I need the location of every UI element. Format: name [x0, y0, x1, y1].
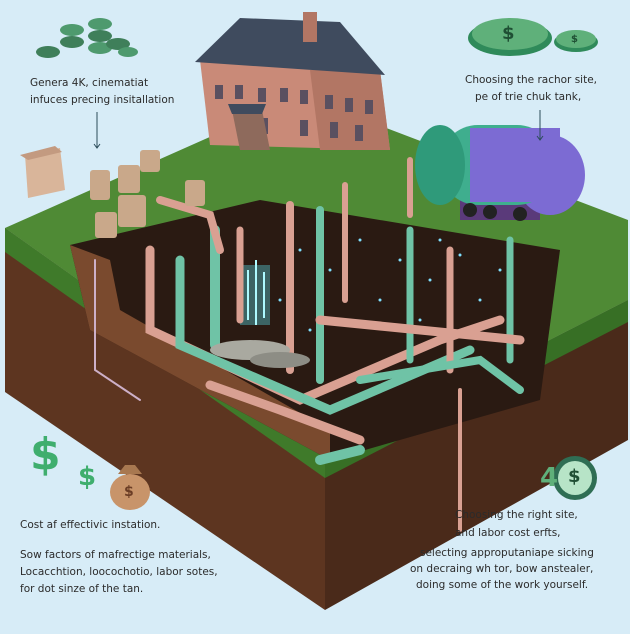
- tanker-truck: [415, 125, 585, 221]
- coins-top-right: [468, 18, 598, 56]
- caption-bottom-right-line-5: doing some of the work yourself.: [416, 579, 589, 591]
- caption-bottom-left-line-1: Sow factors of mafrectige materials,: [20, 549, 211, 561]
- four-symbol: 4: [540, 463, 559, 493]
- glow-beam: [240, 260, 270, 325]
- annotation-arrows: [93, 110, 544, 149]
- coin-bottom-right: [553, 456, 597, 500]
- small-dollar-symbol: $: [78, 462, 97, 492]
- caption-top-left-line-1: Genera 4K, cinematiat: [30, 77, 149, 89]
- bag-dollar-symbol: $: [124, 484, 134, 500]
- house: [195, 12, 390, 150]
- big-dollar-symbol: $: [30, 429, 61, 480]
- pipe-stack: [90, 150, 205, 238]
- caption-bottom-left-title: Cost af effectivic instation.: [20, 519, 161, 531]
- cutaway-pit: [70, 200, 560, 460]
- caption-bottom-right-line-4: on decraing wh tor, bow anstealer,: [410, 563, 594, 575]
- caption-top-right-line-2: pe of trie chuk tank,: [475, 91, 582, 103]
- caption-top-left-line-2: infuces precing insitallation: [30, 94, 175, 106]
- gravel-bed: [210, 340, 310, 368]
- coin-stack-top-left: [36, 18, 138, 58]
- pipe-network: [94, 157, 525, 532]
- money-bag: [110, 465, 150, 510]
- caption-bottom-right-line-3: selecting approputaniape sicking: [420, 547, 594, 559]
- soil-right-face: [325, 300, 628, 610]
- caption-bottom-left-line-3: for dot sinze of the tan.: [20, 583, 144, 595]
- caption-top-right-line-1: Choosing the rachor site,: [465, 74, 598, 86]
- caption-bottom-right-line-2: and labor cost erfts,: [455, 527, 561, 539]
- soil-left-face: [5, 228, 325, 610]
- coin-dollar-symbol-1: $: [502, 23, 515, 44]
- arrow-top-left-head: [93, 143, 101, 149]
- caption-bottom-left-line-2: Locacchtion, loocochotio, labor sotes,: [20, 566, 218, 578]
- caption-bottom-right-line-1: Choosing the right site,: [455, 509, 578, 521]
- arrow-top-right-head: [536, 135, 544, 141]
- coin-bottom-dollar-symbol: $: [568, 466, 581, 487]
- coin-dollar-symbol-2: $: [571, 34, 578, 45]
- shed: [20, 146, 65, 198]
